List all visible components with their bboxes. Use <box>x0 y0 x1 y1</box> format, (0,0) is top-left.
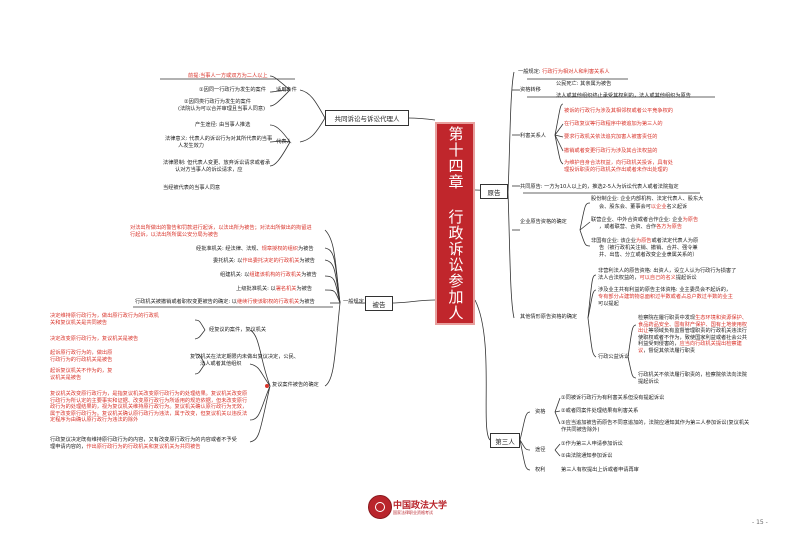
yuangao-l4: 撤销或者变更行政行为涉及其合法权益的 <box>564 148 658 154</box>
beigao-b4: 上级批准机关: 以署名机关为被告 <box>236 286 313 292</box>
gongtong-xianzhi-a: 法律限制: 但代表人变更、放弃诉讼请求或者承 <box>163 160 271 166</box>
fuyi-marker-icon <box>265 384 269 388</box>
yuangao-q3d: 并、出售、分立或者改变企业隶属关系的） <box>599 252 698 258</box>
yuangao-lihai-label: 利害关系人 <box>520 133 546 139</box>
beigao-b5: 行政机关被撤销或者职权变更被告的确定: 以继续行使该职权的行政机关为被告 <box>135 299 315 305</box>
beigao-b1: 经批准机关: 经法律、法规、规章授权的组织为被告 <box>196 246 314 252</box>
disanren-zige-label: 资格 <box>535 409 546 415</box>
yuangao-o2b: 可以提起 <box>598 301 619 307</box>
beigao-f-red2: 决定改变原行政行为，复议机关是被告 <box>50 336 139 342</box>
central-topic[interactable]: 第十四章 行政诉讼参加人 <box>435 122 475 325</box>
beigao-f1: 经复议的案件，复议机关 <box>209 327 267 333</box>
yuangao-l2: 在行政复议等行政程序中被追加为第三人的 <box>564 121 663 127</box>
yuangao-p2a: 行政机关不依法履行职责的，检察院依法向法院 <box>638 372 747 378</box>
yuangao-zige2: 法人或其他组织终止承受其权利的，法人或其他组织为原告 <box>556 93 691 99</box>
beigao-f-red5: 复议机关改变原行政行为，是指复议机关改变原行政行为的处理结果。复议机关改变原行政… <box>50 391 248 424</box>
beigao-f2b: 法人或者其他组织 <box>200 361 242 367</box>
yuangao-zige-label: 资格转移 <box>520 87 541 93</box>
yuangao-l1: 被诉的行政行为涉及其相邻权或者公平竞争权的 <box>564 108 673 114</box>
university-seal-icon <box>368 495 392 519</box>
branch-disanren[interactable]: 第三人 <box>490 433 520 448</box>
disanren-quanli-label: 权利 <box>535 467 546 473</box>
gongtong-premise-note: 前提:当事人一方或双方为二人以上 <box>188 73 268 79</box>
yuangao-p1: 检察院在履行职责中发现生态环境和资源保护、食品药品安全、国有财产保护、国有土地使… <box>638 315 747 354</box>
yuangao-q1a: 股份制企业: 企业内部机构、法定代表人、股东大 <box>591 196 704 202</box>
beigao-red-top-a: 对法出所做出的警告和罚款进行起诉，以法出所为被告；对法出所做出的拘留进 <box>130 225 312 231</box>
yuangao-l3: 要求行政机关依法追究加害人被害责任的 <box>564 134 658 140</box>
yuangao-p2b: 提起诉讼 <box>638 379 659 385</box>
gongtong-falv-a: 法律意义: 代表人的诉讼行为对其所代表的当事 <box>165 136 273 142</box>
beigao-f-red4a: 起诉复议机关不作为的，复 <box>50 368 113 374</box>
disanren-z1: ①同被诉行政行为有利害关系但没有提起诉讼 <box>561 395 665 401</box>
branch-yuangao[interactable]: 原告 <box>480 184 508 199</box>
beigao-b3: 组建机关: 以组建该机构的行政机关为被告 <box>220 272 317 278</box>
gongtong-daibiao-label: 代表人 <box>276 139 292 145</box>
beigao-b2: 委托机关: 以作出委托决定的行政机关为被告 <box>213 258 315 264</box>
disanren-q1: 第三人有权提出上诉或者申请再审 <box>561 467 639 473</box>
yuangao-yiban: 一般规定: 行政行为相对人和利害关系人 <box>518 69 610 75</box>
gongtong-shiyong-label: 适用条件 <box>276 87 297 93</box>
gongtong-item1: ①因同一行政行为发生的案件 <box>199 87 266 93</box>
yuangao-q3c: 告（被行政机关注销、撤销、合并、强令兼 <box>599 245 698 251</box>
disanren-t2: ②由法院通知参加诉讼 <box>561 453 613 459</box>
gongtong-falv-b: 人发生效力 <box>178 143 204 149</box>
disanren-z2: ②或者同案件处理结果有利害关系 <box>561 408 639 414</box>
gongtong-tongyi: 当经被代表的当事人同意 <box>163 185 221 191</box>
yuangao-xingzheng-label: 行政公益诉讼 <box>598 354 630 360</box>
yuangao-o1b: 法人合法权益的，可以自己的名义提起诉讼 <box>598 275 697 281</box>
beigao-yiban-label: 一般规定 <box>343 299 364 305</box>
beigao-red-top-b: 行起诉，以法出所所属公安分局为被告 <box>130 232 219 238</box>
yuangao-q3a: 非国有企业: 该企业为原告或者法定代表人为原 <box>591 238 699 244</box>
yuangao-gongtong: 共同原告: 一方为10人以上的，推选2-5人为诉讼代表人或者法院指定 <box>520 184 679 190</box>
gongtong-item2a: ②因同类行政行为发生的案件 <box>184 99 251 105</box>
gongtong-item2b: (法院认为可以合并审理且当事人同意) <box>178 106 266 112</box>
beigao-f-red1a: 决定维持原行政行为，做出原行政行为的行政机 <box>50 313 159 319</box>
beigao-f-red3b: 行政行为的行政机关是被告 <box>50 357 113 363</box>
yuangao-l5a: 为维护自身合法权益，向行政机关投诉，具有处 <box>564 160 673 166</box>
yuangao-q1b: 会、股东会、董事会可以企业名义起诉 <box>599 204 688 210</box>
yuangao-qiye-label: 企业原告资格的确定 <box>520 219 567 225</box>
yuangao-l5b: 理投诉职责的行政机关作出或者未作出处理的 <box>564 167 668 173</box>
disanren-z3b: 作共同被告除外) <box>561 427 600 433</box>
beigao-f-last-b: 理申请内容的，作出原行政行为的行政机关和复议机关为共同被告 <box>50 444 201 450</box>
disanren-tujing-label: 途径 <box>535 447 546 453</box>
yuangao-o2-red: 专有部分占建筑物总面积过半数或者占总户数过半数的业主 <box>598 294 733 300</box>
footer-university-name: 中国政法大学 <box>393 501 448 511</box>
disanren-z3a: ③应当追加被告而原告不同意追加的，法院应通知其作为第三人参加诉讼(复议机关 <box>561 420 750 426</box>
footer-subtitle: 国家法律职业资格考试 <box>393 510 433 515</box>
branch-gongtong[interactable]: 共同诉讼与诉讼代理人 <box>325 110 409 126</box>
beigao-f-red4b: 议机关是被告 <box>50 375 82 381</box>
gongtong-chansheng: 产生途径: 由当事人推选 <box>195 122 251 128</box>
gongtong-xianzhi-b: 认对方当事人的诉讼请求，应 <box>175 167 243 173</box>
beigao-fuyi-label: 复议案件被告的确定 <box>272 382 319 388</box>
yuangao-q2b: ，或者联营、合资、合作各方为原告 <box>599 224 683 230</box>
disanren-t1: ①作为第三人申请参加诉讼 <box>561 441 623 447</box>
page-number: - 15 - <box>752 519 768 526</box>
beigao-f-red1b: 关和复议机关是共同被告 <box>50 320 108 326</box>
yuangao-o1a: 非营利法人的原告资格: 出资人，设立人认为行政行为损害了 <box>598 268 737 274</box>
beigao-f-last-a: 行政复议决定既有维持原行政行为的内容，又有改变原行政行为的内容或者不予受 <box>50 437 237 443</box>
yuangao-q2a: 联营企业、中外合资或者合作企业: 企业为原告 <box>591 217 699 223</box>
beigao-f-red3a: 起诉原行政行为的，做出原 <box>50 350 113 356</box>
beigao-f2a: 复议机关在法定期限内未做出复议决定，公民、 <box>190 354 299 360</box>
yuangao-qita-label: 其他情形原告资格的确定 <box>520 314 578 320</box>
branch-beigao[interactable]: 被告 <box>365 296 393 311</box>
yuangao-zige1: 公民死亡: 其亲属为被告 <box>556 81 612 87</box>
yuangao-o2a: 涉及业主共有利益的原告主体资格: 业主委员会不起诉的， <box>598 287 732 293</box>
